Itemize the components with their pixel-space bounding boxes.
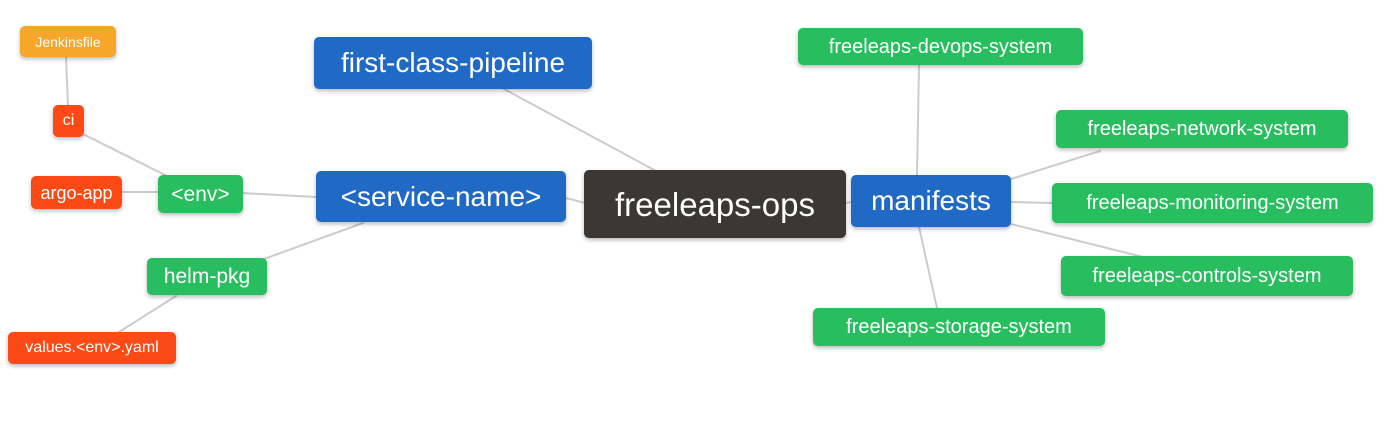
node-freeleaps-ops[interactable]: freeleaps-ops [584, 170, 846, 238]
edge-values-yaml-helm-pkg [118, 295, 177, 333]
edge-manifests-monitoring [1010, 201, 1054, 204]
node-manifests[interactable]: manifests [851, 175, 1011, 227]
node-values-env-yaml[interactable]: values.<env>.yaml [8, 332, 176, 364]
node-freeleaps-devops-system[interactable]: freeleaps-devops-system [798, 28, 1083, 65]
node-freeleaps-storage-system[interactable]: freeleaps-storage-system [813, 308, 1105, 346]
edge-manifests-storage [918, 226, 938, 309]
node-service-name[interactable]: <service-name> [316, 171, 566, 222]
node-first-class-pipeline[interactable]: first-class-pipeline [314, 37, 592, 89]
node-freeleaps-controls-system[interactable]: freeleaps-controls-system [1061, 256, 1353, 296]
edge-helm-pkg-service-name [263, 222, 364, 260]
edge-manifests-network [1010, 150, 1101, 180]
node-freeleaps-network-system[interactable]: freeleaps-network-system [1056, 110, 1348, 148]
edge-env-service-name [241, 192, 317, 198]
edge-ci-env [84, 134, 168, 177]
node-argo-app[interactable]: argo-app [31, 176, 122, 209]
node-jenkinsfile[interactable]: Jenkinsfile [20, 26, 116, 57]
edge-jenkinsfile-ci [65, 56, 69, 107]
edge-service-name-freeleaps-ops [565, 197, 586, 204]
node-env[interactable]: <env> [158, 175, 243, 213]
node-ci[interactable]: ci [53, 105, 84, 137]
edge-manifests-controls [1010, 223, 1144, 258]
node-helm-pkg[interactable]: helm-pkg [147, 258, 267, 295]
edge-manifests-devops [916, 64, 920, 176]
edge-pipeline-freeleaps-ops [503, 88, 659, 173]
node-freeleaps-monitoring-system[interactable]: freeleaps-monitoring-system [1052, 183, 1373, 223]
